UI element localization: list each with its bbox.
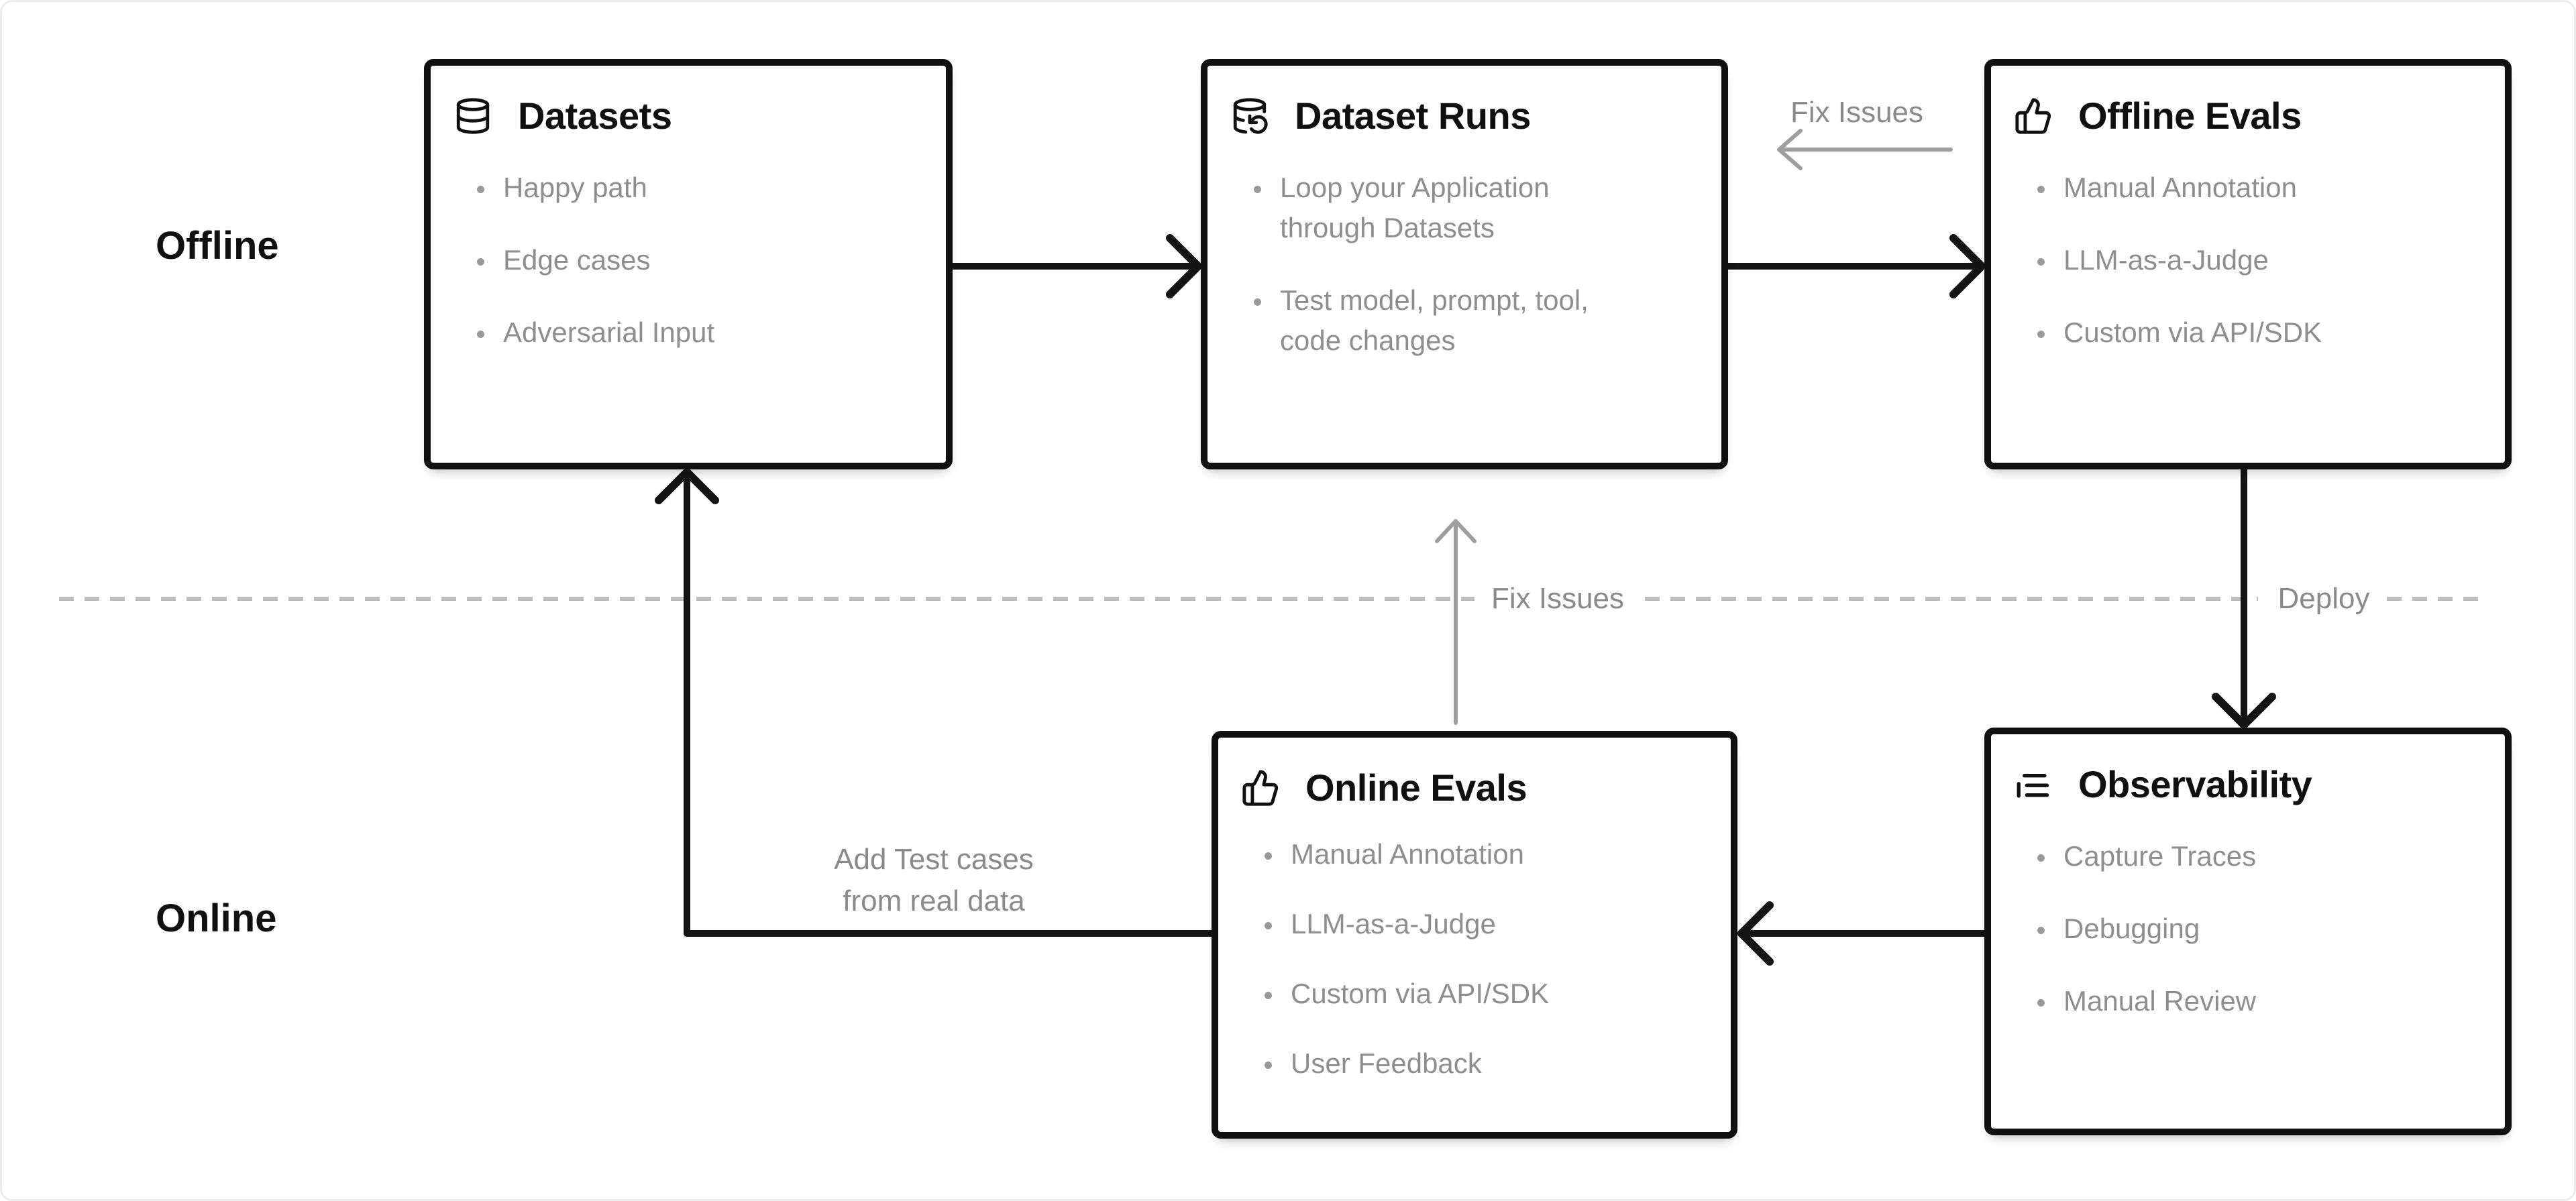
list-item: Manual Review bbox=[2057, 981, 2485, 1021]
list-item: Edge cases bbox=[496, 240, 926, 280]
online-evals-box-header: Online Evals bbox=[1218, 738, 1731, 809]
list-item: Adversarial Input bbox=[496, 312, 926, 353]
offline-row-label: Offline bbox=[156, 224, 279, 268]
list-item: Manual Annotation bbox=[2057, 168, 2485, 208]
list-item: Test model, prompt, tool, code changes bbox=[1273, 280, 1701, 361]
online-evals-box: Online Evals Manual Annotation LLM-as-a-… bbox=[1212, 731, 1737, 1139]
dataset-runs-box-header: Dataset Runs bbox=[1208, 66, 1721, 137]
list-item: Custom via API/SDK bbox=[2057, 312, 2485, 353]
datasets-box-header: Datasets bbox=[431, 66, 946, 137]
fix-issues-mid-arrow bbox=[1435, 519, 1477, 725]
list-item: Happy path bbox=[496, 168, 926, 208]
fix-issues-mid-label: Fix Issues bbox=[1491, 582, 1625, 615]
observability-title: Observability bbox=[2078, 763, 2312, 805]
list-item: Manual Annotation bbox=[1284, 834, 1711, 874]
offline-evals-list: Manual Annotation LLM-as-a-Judge Custom … bbox=[1991, 168, 2505, 353]
fix-issues-top-label: Fix Issues bbox=[1790, 96, 1924, 129]
datasets-title: Datasets bbox=[518, 95, 672, 137]
observability-list: Capture Traces Debugging Manual Review bbox=[1991, 836, 2505, 1021]
thumbs-up-icon bbox=[1242, 770, 1279, 806]
logs-icon bbox=[2017, 773, 2049, 798]
list-item: LLM-as-a-Judge bbox=[1284, 904, 1711, 944]
database-refresh-icon bbox=[1233, 98, 1268, 134]
dataset-runs-title: Dataset Runs bbox=[1295, 95, 1531, 137]
deploy-label: Deploy bbox=[2277, 582, 2370, 615]
list-item: LLM-as-a-Judge bbox=[2057, 240, 2485, 280]
online-evals-title: Online Evals bbox=[1305, 766, 1527, 809]
online-evals-list: Manual Annotation LLM-as-a-Judge Custom … bbox=[1218, 834, 1731, 1084]
arrow-online-evals-to-datasets bbox=[655, 468, 1215, 937]
offline-evals-box-header: Offline Evals bbox=[1991, 66, 2505, 137]
thumbs-up-icon bbox=[2015, 98, 2051, 134]
arrow-offline-evals-to-observability bbox=[2212, 466, 2276, 729]
observability-box: Observability Capture Traces Debugging M… bbox=[1984, 728, 2512, 1135]
datasets-list: Happy path Edge cases Adversarial Input bbox=[431, 168, 946, 353]
fix-issues-top-arrow bbox=[1777, 129, 1953, 170]
offline-evals-title: Offline Evals bbox=[2078, 95, 2302, 137]
list-item: User Feedback bbox=[1284, 1043, 1711, 1084]
arrow-observability-to-online-evals bbox=[1737, 901, 1988, 966]
list-item: Debugging bbox=[2057, 909, 2485, 949]
list-item: Capture Traces bbox=[2057, 836, 2485, 876]
offline-evals-box: Offline Evals Manual Annotation LLM-as-a… bbox=[1984, 59, 2512, 469]
observability-box-header: Observability bbox=[1991, 734, 2505, 805]
arrow-dataset-runs-to-offline-evals bbox=[1725, 234, 1986, 298]
datasets-box: Datasets Happy path Edge cases Adversari… bbox=[424, 59, 953, 469]
dataset-runs-box: Dataset Runs Loop your Application throu… bbox=[1201, 59, 1728, 469]
list-item: Custom via API/SDK bbox=[1284, 974, 1711, 1014]
arrow-datasets-to-dataset-runs bbox=[949, 234, 1202, 298]
list-item: Loop your Application through Datasets bbox=[1273, 168, 1701, 248]
dataset-runs-list: Loop your Application through Datasets T… bbox=[1208, 168, 1721, 361]
online-row-label: Online bbox=[156, 897, 277, 940]
add-test-cases-label: Add Test cases from real data bbox=[834, 843, 1034, 917]
database-icon bbox=[456, 98, 490, 134]
